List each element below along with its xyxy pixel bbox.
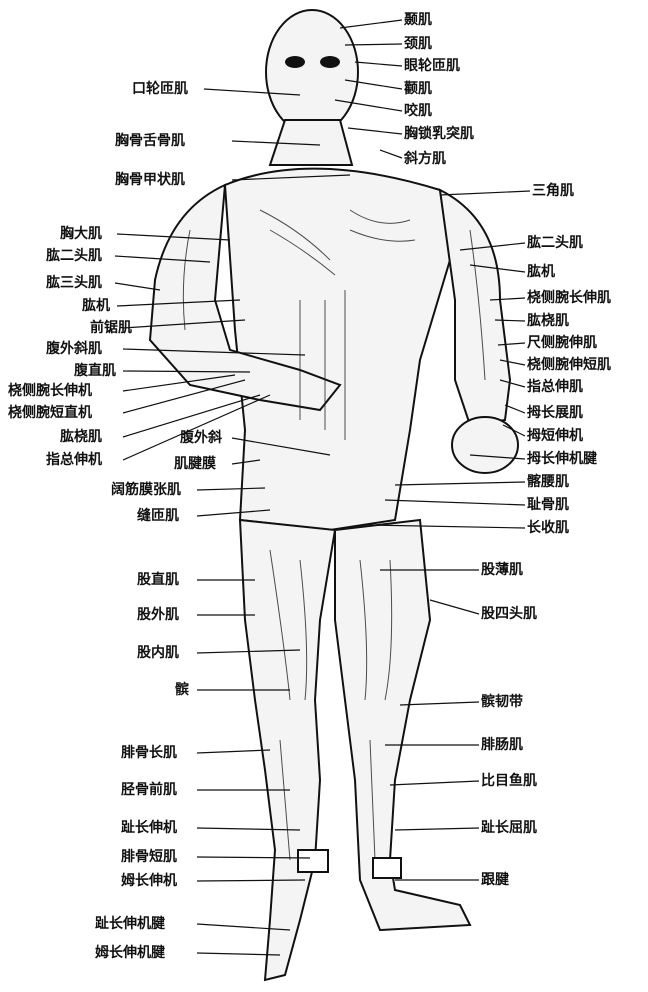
arm-right-shape (440, 190, 510, 425)
label-r-18: 髂腰肌 (527, 474, 569, 490)
leaders-right-7 (440, 191, 530, 195)
label-r-11: 肱桡肌 (527, 313, 569, 329)
label-r-12: 尺侧腕伸肌 (527, 335, 597, 351)
leaders-right-19 (385, 500, 525, 505)
label-r-7: 三角肌 (532, 183, 574, 199)
fist-shape (452, 417, 518, 473)
leaders-left-5 (115, 283, 160, 290)
label-r-3: 颧肌 (404, 81, 432, 97)
label-l-10: 桡侧腕长伸机 (8, 383, 92, 399)
label-r-21: 股薄肌 (481, 562, 523, 578)
label-l-2: 胸骨甲状肌 (115, 172, 185, 188)
label-l-13: 指总伸机 (46, 452, 102, 468)
leaders-right-5 (348, 128, 402, 134)
label-l-22: 腓骨长肌 (121, 745, 177, 761)
label-l-21: 髌 (175, 682, 189, 698)
label-r-5: 胸锁乳突肌 (404, 126, 474, 142)
label-l-16: 阔筋膜张肌 (111, 482, 181, 498)
label-l-17: 缝匝肌 (137, 508, 179, 524)
label-l-28: 姆长伸机腱 (95, 945, 165, 961)
leaders-right-18 (395, 482, 525, 485)
torso-shape (225, 169, 450, 530)
label-l-26: 姆长伸机 (121, 873, 177, 889)
leg-right-shape (335, 520, 470, 930)
label-l-23: 胫骨前肌 (121, 782, 177, 798)
label-l-4: 肱二头肌 (46, 248, 102, 264)
leaders-right-22 (430, 600, 479, 614)
label-r-24: 腓肠肌 (481, 737, 523, 753)
label-r-27: 跟腱 (481, 872, 509, 888)
label-r-23: 髌韧带 (481, 694, 523, 710)
leaders-right-26 (395, 828, 479, 830)
leg-left-shape (240, 520, 335, 980)
label-l-24: 趾长伸机 (121, 820, 177, 836)
ankle-band-right (373, 858, 401, 878)
label-r-13: 桡侧腕伸短肌 (527, 357, 611, 373)
label-r-4: 咬肌 (404, 103, 432, 119)
label-r-14: 指总伸肌 (527, 379, 583, 395)
label-r-2: 眼轮匝肌 (404, 58, 460, 74)
label-l-18: 股直肌 (137, 572, 179, 588)
label-r-8: 肱二头肌 (527, 235, 583, 251)
head-shape (266, 10, 358, 134)
label-r-0: 颞肌 (404, 12, 432, 28)
label-l-25: 腓骨短肌 (121, 849, 177, 865)
leaders-right-0 (340, 20, 402, 28)
label-r-15: 拇长展肌 (527, 405, 583, 421)
neck-shape (270, 120, 352, 165)
ankle-band-left (298, 850, 328, 872)
leaders-right-15 (505, 405, 525, 413)
label-l-1: 胸骨舌骨肌 (115, 133, 185, 149)
label-l-11: 桡侧腕短直机 (8, 405, 92, 421)
leaders-right-23 (400, 702, 479, 705)
label-r-1: 颈肌 (404, 36, 432, 52)
label-r-9: 肱机 (527, 264, 555, 280)
label-l-8: 腹外斜肌 (46, 341, 102, 357)
label-r-16: 拇短伸机 (527, 428, 583, 444)
leaders-right-25 (390, 781, 479, 785)
label-l-20: 股内肌 (137, 645, 179, 661)
leaders-left-22 (197, 750, 270, 753)
label-l-9: 腹直肌 (74, 363, 116, 379)
label-l-3: 胸大肌 (60, 226, 102, 242)
label-l-5: 肱三头肌 (46, 275, 102, 291)
label-l-7: 前锯肌 (90, 320, 132, 336)
label-l-12: 肱桡肌 (60, 429, 102, 445)
label-r-26: 趾长屈肌 (481, 820, 537, 836)
label-r-22: 股四头肌 (481, 606, 537, 622)
leaders-right-6 (380, 150, 402, 158)
label-l-0: 口轮匝肌 (132, 81, 188, 97)
label-l-19: 股外肌 (137, 607, 179, 623)
label-l-14: 腹外斜 (180, 430, 222, 446)
label-r-17: 拇长伸机腱 (527, 451, 597, 467)
label-r-6: 斜方肌 (404, 151, 446, 167)
label-r-20: 长收肌 (527, 520, 569, 536)
label-r-19: 耻骨肌 (527, 497, 569, 513)
label-r-10: 桡侧腕长伸肌 (527, 290, 611, 306)
leaders-right-2 (355, 62, 402, 66)
label-r-25: 比目鱼肌 (481, 773, 537, 789)
label-l-15: 肌腱膜 (174, 456, 216, 472)
label-l-6: 肱机 (82, 298, 110, 314)
label-l-27: 趾长伸机腱 (95, 916, 165, 932)
leaders-left-11 (123, 380, 245, 413)
